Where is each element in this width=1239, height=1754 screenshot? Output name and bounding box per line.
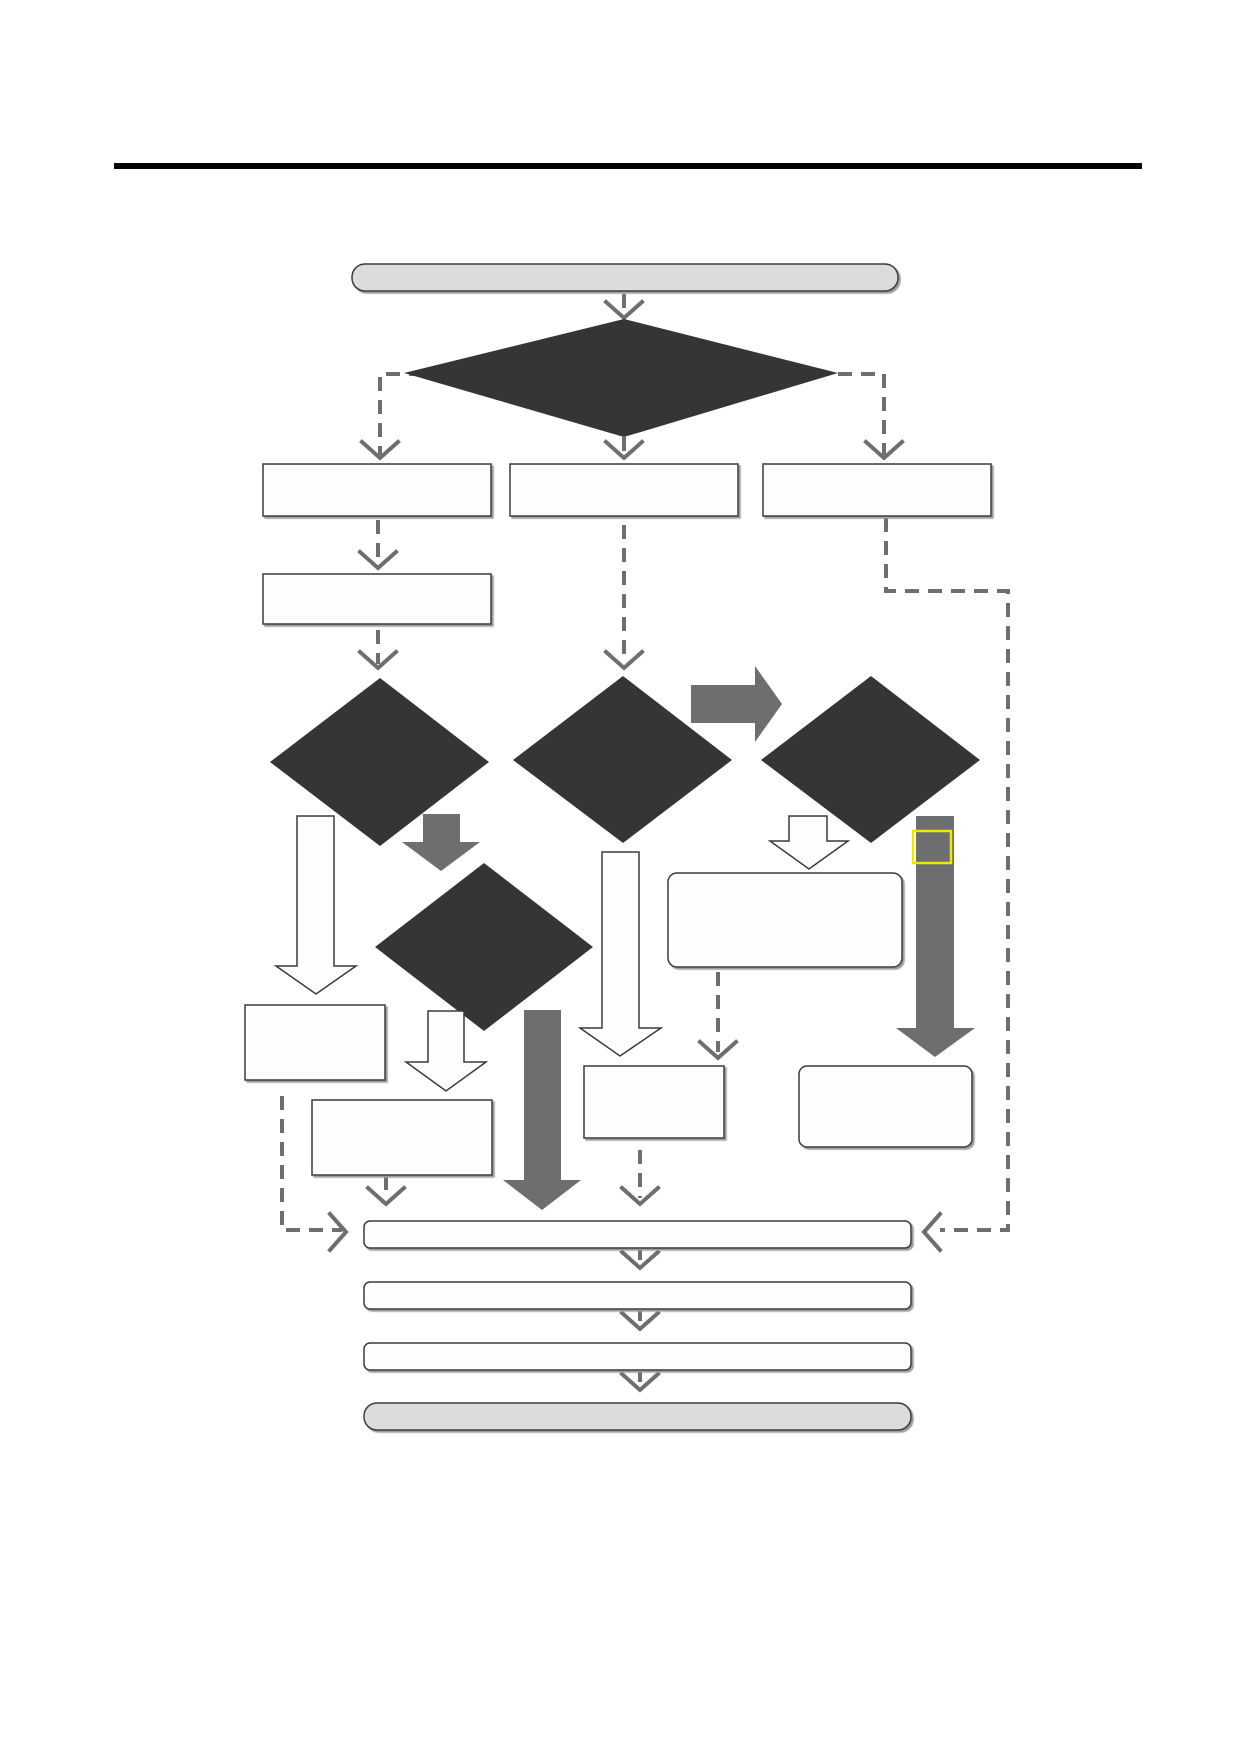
arrowhead <box>603 439 645 461</box>
arrowhead <box>863 439 905 461</box>
dashed-connector <box>815 372 886 455</box>
end-terminator <box>363 1402 912 1431</box>
process-box-left <box>262 463 492 517</box>
arrowhead <box>697 1039 739 1061</box>
solid-arrow-down-center <box>503 1010 581 1210</box>
dashed-connector <box>884 518 1010 1232</box>
process-boxes-row1 <box>262 463 992 625</box>
highlight-marker <box>911 829 953 865</box>
process-box-left-2 <box>262 573 492 625</box>
process-box-right-lower <box>798 1065 973 1148</box>
hollow-arrow-down-left <box>273 815 359 995</box>
arrowhead <box>603 299 645 321</box>
solid-arrow-right <box>691 666 782 742</box>
decision-diamond-top <box>404 319 838 437</box>
process-bar-2 <box>363 1281 912 1310</box>
arrowhead <box>619 1310 661 1332</box>
arrowhead <box>359 439 401 461</box>
arrowhead <box>327 1211 349 1253</box>
arrowhead <box>921 1211 943 1253</box>
decision-diamond-left-lower <box>375 863 593 1031</box>
process-bar-1 <box>363 1220 912 1249</box>
start-node <box>351 263 899 292</box>
process-box-center-lower <box>583 1065 725 1139</box>
hollow-arrow-down-left-lower <box>403 1010 489 1092</box>
decision-diamond-left <box>270 678 489 846</box>
process-boxes-lower <box>244 872 973 1176</box>
process-box-far-left <box>244 1004 386 1081</box>
process-box-rounded-right <box>667 872 903 968</box>
arrowhead <box>619 1185 661 1207</box>
arrowhead <box>357 649 399 671</box>
dashed-connector <box>280 1096 342 1232</box>
process-box-left-lower <box>311 1099 493 1176</box>
dashed-connectors <box>280 294 1010 1384</box>
header-rule <box>114 163 1142 169</box>
solid-arrow-down-short <box>402 814 480 871</box>
connector-arrowheads <box>327 299 943 1393</box>
start-terminator <box>351 263 899 292</box>
arrowhead <box>603 649 645 671</box>
solid-arrow-down-right <box>896 816 975 1057</box>
arrowhead <box>619 1371 661 1393</box>
arrowhead <box>357 549 399 571</box>
bar-stack <box>363 1220 912 1431</box>
process-box-right <box>762 463 992 517</box>
decision-diamond-center <box>513 676 732 843</box>
hollow-arrow-down-right <box>767 815 851 870</box>
hollow-arrow-down-center <box>577 851 664 1057</box>
process-box-center <box>509 463 739 517</box>
hollow-arrows <box>273 815 851 1092</box>
process-bar-3 <box>363 1342 912 1371</box>
dashed-connector <box>378 372 423 455</box>
arrowhead <box>365 1185 407 1207</box>
arrowhead <box>619 1249 661 1271</box>
decision-diamond-right <box>761 676 980 843</box>
